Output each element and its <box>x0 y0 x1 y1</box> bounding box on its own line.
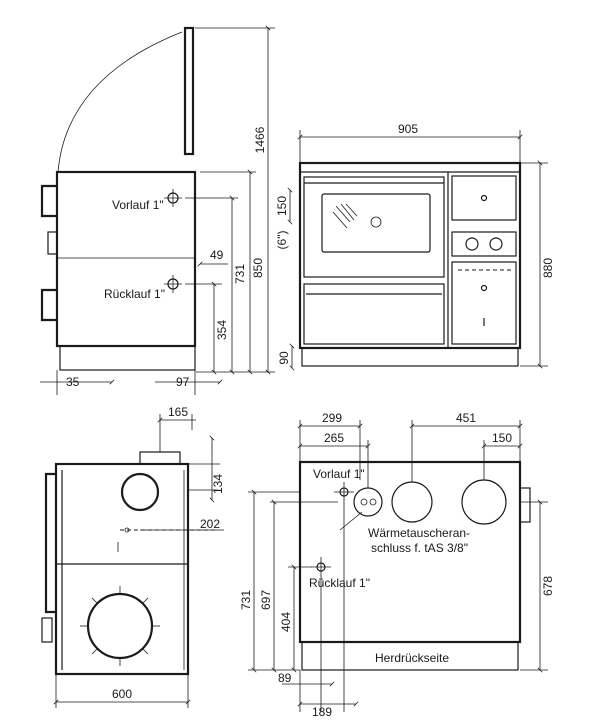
ruecklauf-side-label: Rücklauf 1" <box>104 287 165 301</box>
dim-97: 97 <box>176 375 190 389</box>
dim-189: 189 <box>312 705 332 719</box>
lower-drawer <box>303 283 445 345</box>
back-outlet-right <box>461 479 507 525</box>
waermetauscher-label-1: Wärmetauscheran- <box>368 526 470 540</box>
dim-35: 35 <box>66 375 80 389</box>
dim-1466: 1466 <box>253 126 267 153</box>
top-view: 165 134 202 600 <box>41 405 225 708</box>
dim-697: 697 <box>259 590 273 610</box>
side-handle-bottom <box>40 288 57 322</box>
lid-open <box>183 26 195 156</box>
dim-451: 451 <box>456 411 476 425</box>
herdrueckseite-label: Herdrückseite <box>375 651 449 665</box>
side-handle-top <box>40 184 57 218</box>
dim-150-front: 150 <box>275 196 289 216</box>
flue-collar <box>139 451 181 465</box>
dim-354: 354 <box>215 320 229 340</box>
waermetauscher-label-2: schluss f. tAS 3/8" <box>371 541 468 555</box>
front-plinth <box>301 347 519 367</box>
knob-right-icon <box>489 237 503 251</box>
dim-150-back: 150 <box>492 431 512 445</box>
dim-299: 299 <box>322 411 342 425</box>
dim-49: 49 <box>210 248 224 262</box>
dim-731-side: 731 <box>233 264 247 284</box>
dim-404: 404 <box>279 612 293 632</box>
lid-swing-arc <box>57 31 183 173</box>
dim-6-inch: (6") <box>275 231 289 250</box>
dim-202: 202 <box>200 517 220 531</box>
dim-880: 880 <box>541 258 555 278</box>
oven-flame-icon <box>332 203 358 229</box>
dim-90: 90 <box>277 351 291 365</box>
front-view: 905 880 150 (6") 90 <box>275 122 555 371</box>
ash-door <box>451 261 517 345</box>
flue-outlet-back <box>391 481 433 523</box>
knob-left-icon <box>465 237 479 251</box>
heat-exchanger-port <box>353 487 383 517</box>
oven-door <box>303 176 445 278</box>
hotplate-icon <box>86 592 154 660</box>
dim-89: 89 <box>278 671 292 685</box>
firebox-door <box>451 175 517 221</box>
top-side-rail <box>44 472 56 614</box>
dim-165: 165 <box>168 405 188 419</box>
dim-600: 600 <box>112 687 132 701</box>
flue-outlet-icon <box>120 472 160 512</box>
oven-thermometer-icon <box>370 216 382 228</box>
back-view: Vorlauf 1" Wärmetauscheran- schluss f. t… <box>239 411 555 719</box>
dim-134: 134 <box>211 474 225 494</box>
side-knob <box>47 231 58 255</box>
vorlauf-back-label: Vorlauf 1" <box>313 467 365 481</box>
vorlauf-side-label: Vorlauf 1" <box>112 198 164 212</box>
side-view: Vorlauf 1" Rücklauf 1" 1466 850 731 49 3… <box>40 25 275 395</box>
control-knobs-panel <box>451 231 517 257</box>
back-plinth <box>301 641 519 671</box>
dim-678: 678 <box>541 576 555 596</box>
oven-window <box>321 193 431 253</box>
dim-265: 265 <box>324 431 344 445</box>
side-plinth <box>59 345 196 371</box>
dim-731-back: 731 <box>239 590 253 610</box>
top-body <box>54 462 190 676</box>
dim-905: 905 <box>398 122 418 136</box>
dim-850: 850 <box>251 258 265 278</box>
ruecklauf-back-label: Rücklauf 1" <box>309 576 370 590</box>
